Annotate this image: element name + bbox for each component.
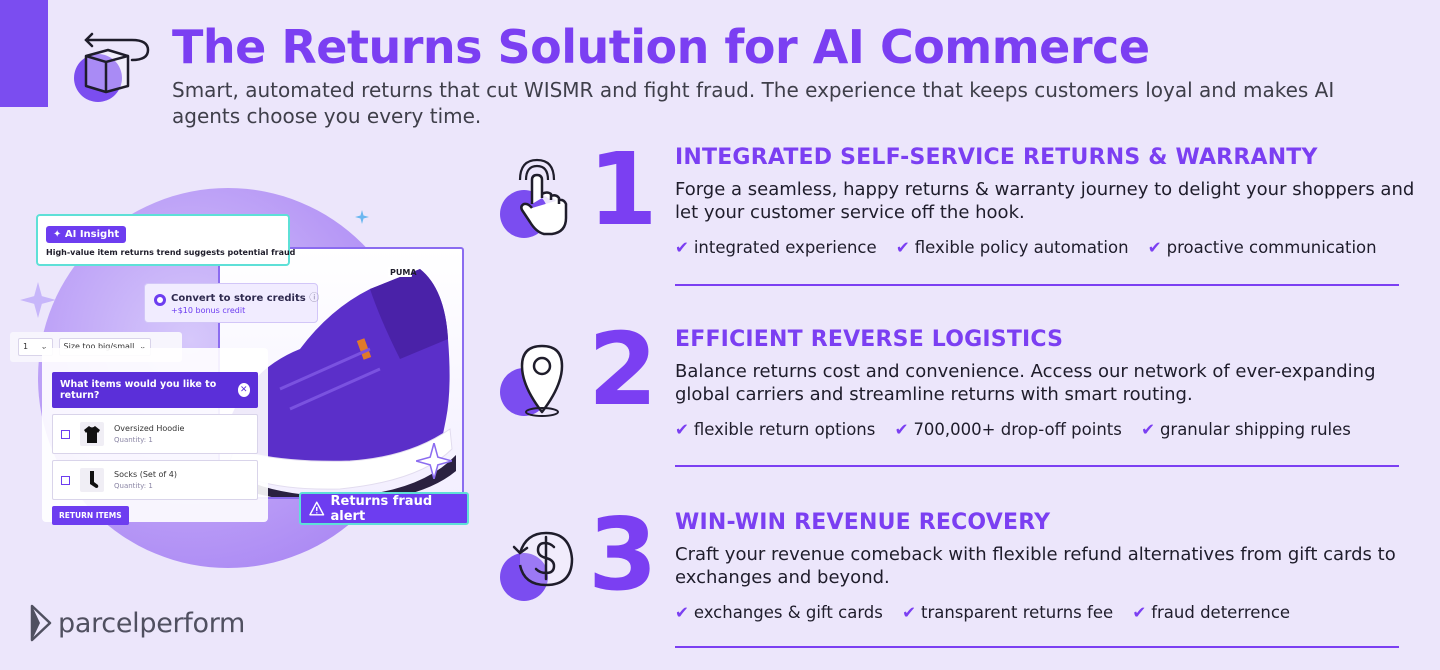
shoe-brand-label: PUMA (390, 268, 417, 277)
check-item: ✔transparent returns fee (902, 603, 1114, 622)
item-name: Socks (Set of 4) (114, 470, 177, 479)
feature-number: 2 (588, 311, 658, 428)
socks-thumbnail (80, 468, 104, 492)
item-checkbox[interactable] (61, 475, 70, 485)
ai-insight-badge: ✦ AI Insight (46, 226, 127, 243)
dollar-refund-icon (500, 531, 574, 601)
parcelperform-logo-icon (30, 604, 52, 642)
store-credit-title: Convert to store credits ⓘ (171, 293, 320, 304)
fraud-alert-badge: Returns fraud alert (299, 492, 469, 525)
warning-icon (309, 501, 325, 516)
check-icon: ✔ (894, 420, 909, 439)
page-title: The Returns Solution for AI Commerce (172, 20, 1150, 74)
ai-insight-text: High-value item returns trend suggests p… (46, 248, 296, 257)
location-pin-icon (500, 344, 564, 417)
list-item[interactable]: Socks (Set of 4) Quantity: 1 (52, 460, 258, 500)
list-item[interactable]: Oversized Hoodie Quantity: 1 (52, 414, 258, 454)
feature-heading: EFFICIENT REVERSE LOGISTICS (675, 327, 1064, 352)
feature-body: INTEGRATED SELF-SERVICE RETURNS & WARRAN… (675, 145, 1435, 257)
return-panel-title: What items would you like to return? (60, 379, 217, 401)
item-name: Oversized Hoodie (114, 424, 185, 433)
return-items-panel: What items would you like to return? ✕ O… (42, 348, 268, 525)
store-credit-option[interactable]: Convert to store credits ⓘ +$10 bonus cr… (144, 283, 320, 323)
check-item: ✔proactive communication (1147, 238, 1377, 257)
feature-divider (675, 284, 1399, 286)
brand-logo: parcelperform (30, 604, 245, 642)
sparkle-icon (355, 210, 369, 224)
check-icon: ✔ (1141, 420, 1155, 439)
check-icon: ✔ (1147, 238, 1162, 257)
ai-insight-card: ✦ AI Insight High-value item returns tre… (36, 214, 296, 266)
close-icon[interactable]: ✕ (237, 383, 250, 397)
feature-divider (675, 465, 1399, 467)
feature-checklist: ✔exchanges & gift cards ✔transparent ret… (675, 603, 1435, 622)
check-item: ✔fraud deterrence (1132, 603, 1291, 622)
check-icon: ✔ (675, 420, 689, 439)
item-checkbox[interactable] (61, 429, 70, 439)
sparkle-icon (20, 282, 56, 318)
item-quantity: Quantity: 1 (114, 436, 153, 444)
check-icon: ✔ (675, 603, 689, 622)
check-icon: ✔ (1132, 603, 1147, 622)
item-quantity: Quantity: 1 (114, 482, 153, 490)
check-icon: ✔ (675, 238, 689, 257)
feature-description: Craft your revenue comeback with flexibl… (675, 544, 1396, 588)
feature-description: Balance returns cost and convenience. Ac… (675, 361, 1376, 405)
box-return-icon (74, 32, 150, 102)
check-item: ✔flexible return options (675, 420, 876, 439)
check-item: ✔integrated experience (675, 238, 877, 257)
return-panel-header: What items would you like to return? ✕ (52, 372, 258, 408)
check-item: ✔700,000+ drop-off points (894, 420, 1122, 439)
feature-body: EFFICIENT REVERSE LOGISTICS Balance retu… (675, 327, 1435, 439)
hoodie-thumbnail (80, 422, 104, 446)
check-item: ✔flexible policy automation (895, 238, 1129, 257)
feature-number: 1 (588, 131, 658, 248)
check-item: ✔exchanges & gift cards (675, 603, 883, 622)
sparkle-icon (416, 443, 452, 479)
feature-checklist: ✔flexible return options ✔700,000+ drop-… (675, 420, 1435, 439)
check-icon: ✔ (902, 603, 916, 622)
brand-logo-text: parcelperform (58, 607, 246, 639)
corner-accent-block (0, 0, 48, 107)
store-credit-radio[interactable] (154, 294, 166, 306)
feature-checklist: ✔integrated experience ✔flexible policy … (675, 238, 1435, 257)
hero-illustration: PUMA ✦ AI Insight High-value item return… (0, 150, 490, 580)
feature-heading: WIN-WIN REVENUE RECOVERY (675, 510, 1051, 535)
sneaker-image: PUMA (226, 267, 456, 497)
feature-body: WIN-WIN REVENUE RECOVERY Craft your reve… (675, 510, 1435, 622)
store-credit-bonus: +$10 bonus credit (171, 306, 246, 315)
feature-heading: INTEGRATED SELF-SERVICE RETURNS & WARRAN… (675, 145, 1318, 170)
feature-number: 3 (588, 496, 658, 613)
info-icon: ⓘ (309, 293, 320, 304)
return-items-button[interactable]: RETURN ITEMS (52, 506, 129, 525)
feature-divider (675, 646, 1399, 648)
check-icon: ✔ (895, 238, 910, 257)
feature-description: Forge a seamless, happy returns & warran… (675, 179, 1415, 223)
touch-hand-icon (500, 158, 568, 238)
page-subtitle: Smart, automated returns that cut WISMR … (172, 78, 1335, 128)
check-item: ✔granular shipping rules (1141, 420, 1351, 439)
